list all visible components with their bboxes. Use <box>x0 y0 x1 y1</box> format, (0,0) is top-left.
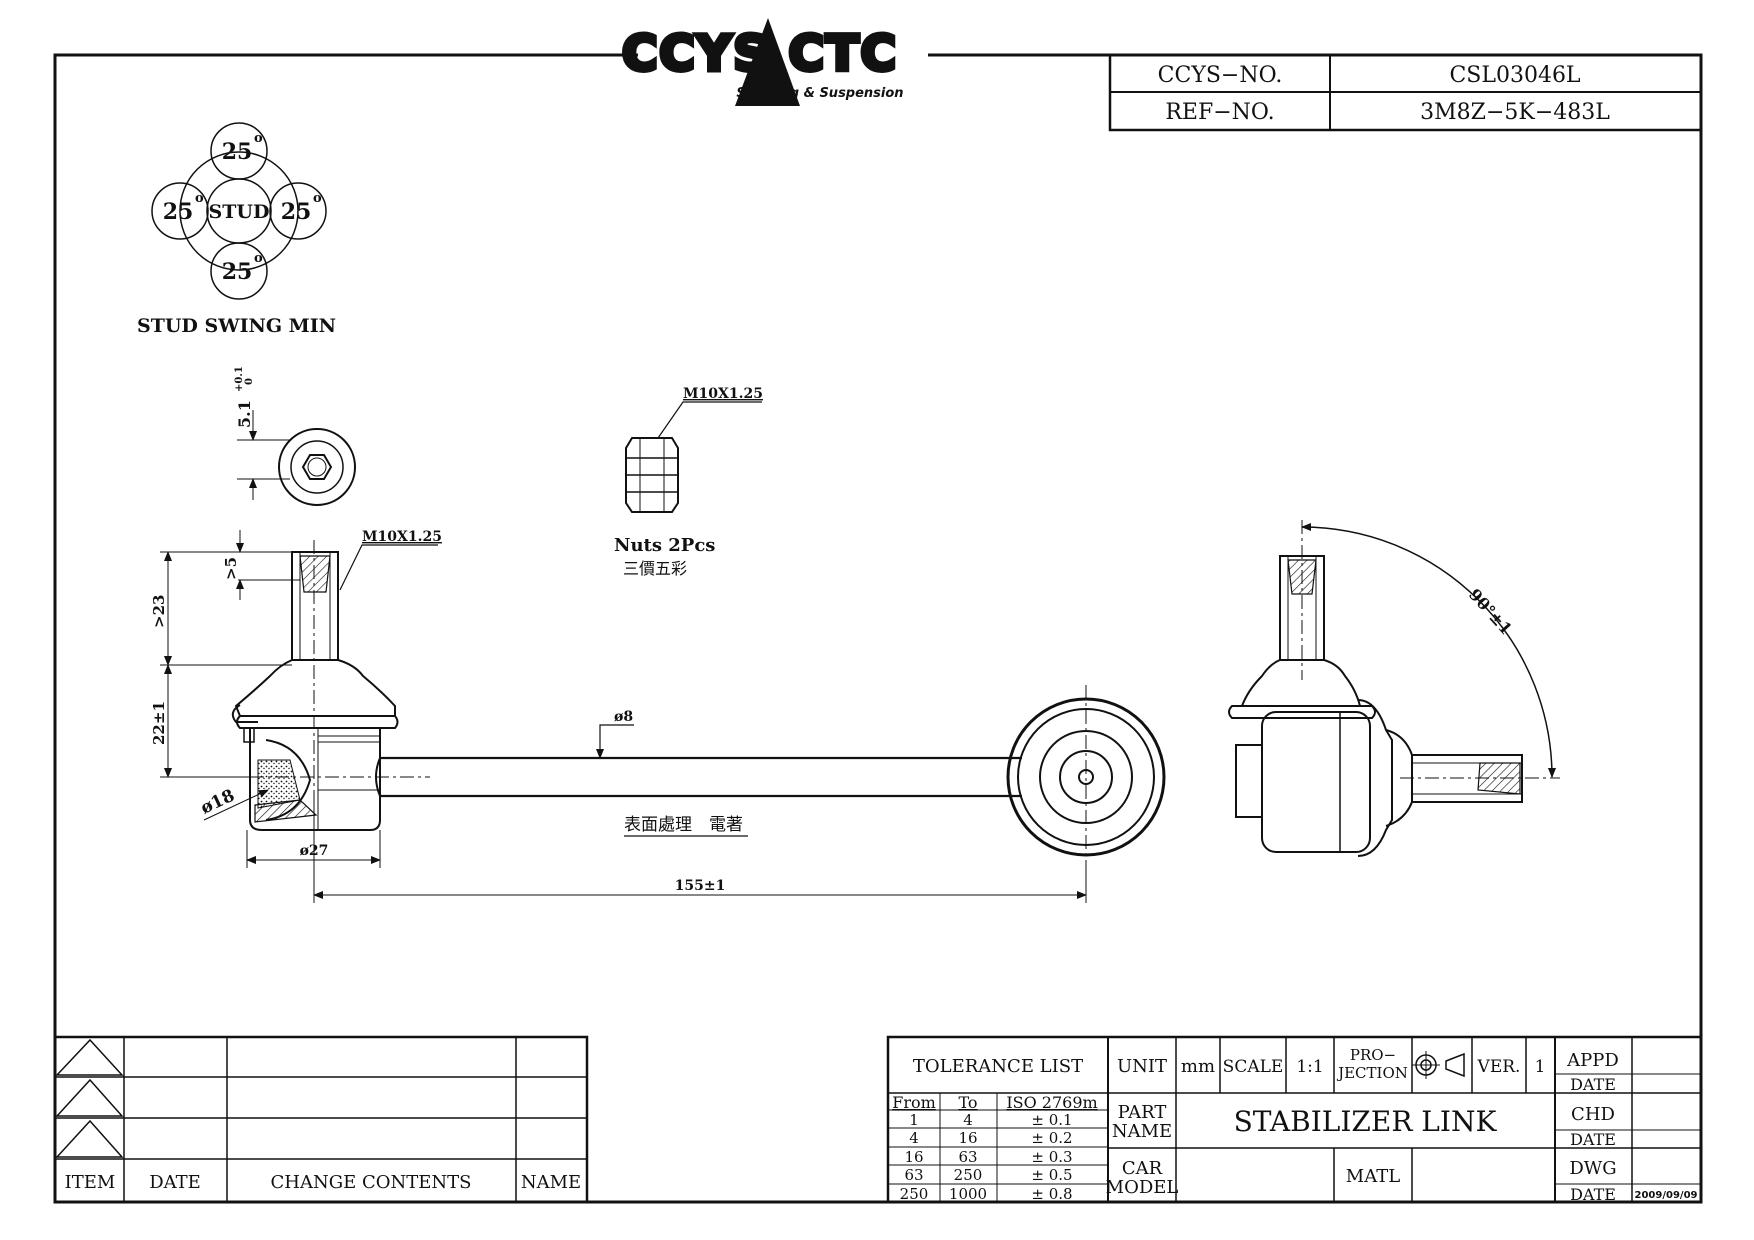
dim-gt5: >5 <box>222 557 240 580</box>
svg-text:o: o <box>254 131 263 146</box>
angle-dim: 90°±1 <box>1465 585 1516 638</box>
tol-row: 250 <box>900 1185 929 1203</box>
svg-text:63: 63 <box>958 1148 977 1166</box>
chd-label: CHD <box>1571 1104 1615 1125</box>
rev-header-change: CHANGE CONTENTS <box>271 1172 472 1193</box>
appd-label: APPD <box>1566 1050 1619 1071</box>
stud-swing-diagram: STUD 25 25 25 25 o o o o STUD SWING MIN <box>137 122 336 337</box>
ccys-no-value: CSL03046L <box>1449 63 1580 88</box>
nut-thread-label: M10X1.25 <box>683 386 763 402</box>
swing-angle-left: 25 <box>163 199 194 225</box>
projection-symbol-icon <box>1412 1051 1465 1079</box>
dwg-date: 2009/09/09 <box>1635 1190 1698 1201</box>
svg-text:± 0.8: ± 0.8 <box>1031 1185 1072 1203</box>
unit-label: UNIT <box>1117 1056 1167 1077</box>
stud-top-view: 5.1 +0.1 0 <box>234 366 356 506</box>
svg-text:o: o <box>195 191 204 206</box>
dim-length: 155±1 <box>675 878 726 894</box>
svg-text:+0.1: +0.1 <box>234 366 245 392</box>
stud-swing-caption: STUD SWING MIN <box>137 315 336 337</box>
svg-text:1000: 1000 <box>949 1185 987 1203</box>
svg-text:o: o <box>313 191 322 206</box>
ccys-no-label: CCYS−NO. <box>1158 63 1283 88</box>
nuts-note-cn: 三價五彩 <box>623 559 687 578</box>
surface-treatment-note: 表面處理 電著 <box>624 815 743 835</box>
unit-value: mm <box>1181 1056 1215 1077</box>
part-name-label: PART <box>1118 1102 1167 1123</box>
link-rod <box>375 756 1022 798</box>
dimension-lines: M10X1.25 >5 >23 22±1 ø18 ø27 ø8 155±1 <box>150 529 1087 903</box>
hex-depth-dim: 5.1 <box>235 400 254 428</box>
ver-label: VER. <box>1477 1057 1521 1077</box>
ver-value: 1 <box>1535 1057 1546 1077</box>
tol-row: 63 <box>904 1166 923 1184</box>
side-view-right: 90°±1 <box>1228 520 1560 857</box>
svg-text:DATE: DATE <box>1570 1185 1616 1204</box>
tolerance-title: TOLERANCE LIST <box>913 1056 1083 1077</box>
info-box: CCYS−NO. CSL03046L REF−NO. 3M8Z−5K−483L <box>1108 53 1703 132</box>
left-ball-joint <box>231 551 399 831</box>
projection-label: PRO− <box>1350 1046 1396 1064</box>
scale-label: SCALE <box>1223 1057 1284 1077</box>
svg-text:NAME: NAME <box>1112 1121 1172 1142</box>
revision-table: ITEM DATE CHANGE CONTENTS NAME <box>53 1035 589 1204</box>
svg-text:DATE: DATE <box>1570 1130 1616 1149</box>
svg-text:o: o <box>254 251 263 266</box>
rev-header-date: DATE <box>149 1172 201 1193</box>
swing-angle-right: 25 <box>281 199 312 225</box>
ref-no-value: 3M8Z−5K−483L <box>1420 100 1610 125</box>
svg-text:JECTION: JECTION <box>1336 1064 1408 1082</box>
nuts-quantity: Nuts 2Pcs <box>614 535 715 556</box>
logo-brand-text: CCYS CTC <box>622 26 898 82</box>
tol-row: 4 <box>909 1129 919 1147</box>
nut-drawing: M10X1.25 Nuts 2Pcs 三價五彩 <box>614 386 763 578</box>
tol-row: 1 <box>909 1111 919 1129</box>
svg-text:± 0.5: ± 0.5 <box>1031 1166 1072 1184</box>
brand-logo: CCYS CTC Steering & Suspension <box>620 18 928 106</box>
svg-text:DATE: DATE <box>1570 1075 1616 1094</box>
stud-center-label: STUD <box>209 201 270 223</box>
svg-text:± 0.2: ± 0.2 <box>1031 1129 1072 1147</box>
svg-text:0: 0 <box>244 378 255 385</box>
svg-text:16: 16 <box>958 1129 977 1147</box>
title-block: TOLERANCE LIST From To ISO 2769m 1 4 ± 0… <box>886 1035 1703 1204</box>
thread-label: M10X1.25 <box>362 529 442 545</box>
tol-row: 16 <box>904 1148 923 1166</box>
ref-no-label: REF−NO. <box>1165 100 1274 125</box>
logo-subtitle: Steering & Suspension <box>736 86 903 101</box>
right-ball-joint-axial <box>1006 685 1166 870</box>
sheet-border <box>53 53 1703 1204</box>
svg-text:MODEL: MODEL <box>1106 1177 1179 1198</box>
dim-22: 22±1 <box>150 701 168 745</box>
svg-text:From: From <box>892 1093 936 1112</box>
svg-text:250: 250 <box>954 1166 983 1184</box>
svg-text:± 0.3: ± 0.3 <box>1031 1148 1072 1166</box>
part-name-value: STABILIZER LINK <box>1234 1105 1498 1138</box>
matl-label: MATL <box>1346 1166 1400 1187</box>
svg-text:4: 4 <box>963 1111 973 1129</box>
svg-text:ISO 2769m: ISO 2769m <box>1006 1093 1097 1112</box>
swing-angle-bottom: 25 <box>222 259 253 285</box>
dim-gt23: >23 <box>150 595 168 628</box>
dim-d8: ø8 <box>614 709 633 725</box>
car-model-label: CAR <box>1122 1158 1163 1179</box>
dwg-label: DWG <box>1569 1158 1616 1179</box>
scale-value: 1:1 <box>1296 1057 1323 1077</box>
rev-header-name: NAME <box>521 1172 581 1193</box>
swing-angle-top: 25 <box>222 139 253 165</box>
svg-text:± 0.1: ± 0.1 <box>1031 1111 1072 1129</box>
rev-header-item: ITEM <box>65 1172 116 1193</box>
svg-text:To: To <box>958 1093 977 1112</box>
